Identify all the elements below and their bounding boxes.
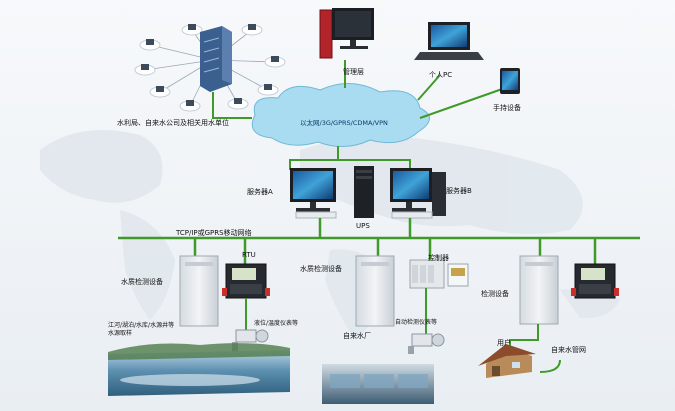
- label-detection-device: 检测设备: [481, 290, 509, 298]
- top-connectors: [212, 60, 506, 170]
- label-management: 管理层: [343, 68, 364, 76]
- label-rtu: RTU: [242, 251, 256, 259]
- detection-cabinet-3: [519, 255, 559, 325]
- satellite-computer-icons: [134, 24, 286, 112]
- label-level-meter: 液位/温度仪表等: [254, 320, 299, 327]
- label-ups: UPS: [356, 222, 370, 230]
- label-pipe-network: 自来水管网: [551, 346, 586, 354]
- central-server-tower-icon: [200, 26, 232, 92]
- label-personal-pc: 个人PC: [429, 71, 453, 79]
- server-a-workstation-icon: [290, 168, 337, 219]
- label-server-a: 服务器A: [247, 188, 273, 196]
- label-water-bureau: 水利局、自来水公司及相关用水单位: [117, 119, 229, 127]
- network-bus: [118, 218, 640, 266]
- handheld-tablet-icon: [500, 68, 520, 94]
- label-cloud-network: 以太网/3G/GPRS/CDMA/VPN: [300, 119, 388, 127]
- ups-unit-icon: [354, 166, 374, 218]
- auto-meter-icon: [408, 333, 445, 354]
- label-water-quality-2: 水质检测设备: [300, 265, 342, 273]
- station-3: [478, 255, 619, 378]
- rtu-unit-3: [571, 263, 619, 299]
- water-quality-cabinet-1: [179, 255, 219, 327]
- label-handheld: 手持设备: [493, 104, 521, 112]
- label-server-b: 服务器B: [446, 187, 472, 195]
- rtu-unit-1: [222, 263, 270, 299]
- label-network: TCP/IP或GPRS移动网络: [176, 229, 252, 237]
- label-controller: 控制器: [428, 254, 449, 262]
- level-meter-icon-1: [232, 329, 269, 352]
- station-1: [108, 255, 290, 396]
- house-icon: [478, 344, 536, 378]
- management-desktop-icon: [319, 8, 374, 59]
- label-water-quality-1: 水质检测设备: [121, 278, 163, 286]
- station-2: [322, 255, 469, 404]
- controller-icon: [409, 259, 469, 289]
- label-water-source: 江河/湖泊/水库/水源井等水源取样: [108, 322, 175, 337]
- label-auto-meter: 自动检测仪表等: [395, 319, 438, 326]
- label-user: 用户: [497, 339, 511, 347]
- server-b-workstation-icon: [390, 168, 446, 219]
- lake-photo: [108, 343, 290, 396]
- personal-laptop-icon: [414, 22, 484, 60]
- water-quality-cabinet-2: [355, 255, 395, 327]
- central-server-cluster: [134, 24, 286, 112]
- internet-cloud: [251, 82, 430, 147]
- label-water-plant: 自来水厂: [343, 332, 371, 340]
- water-plant-photo: [322, 364, 434, 404]
